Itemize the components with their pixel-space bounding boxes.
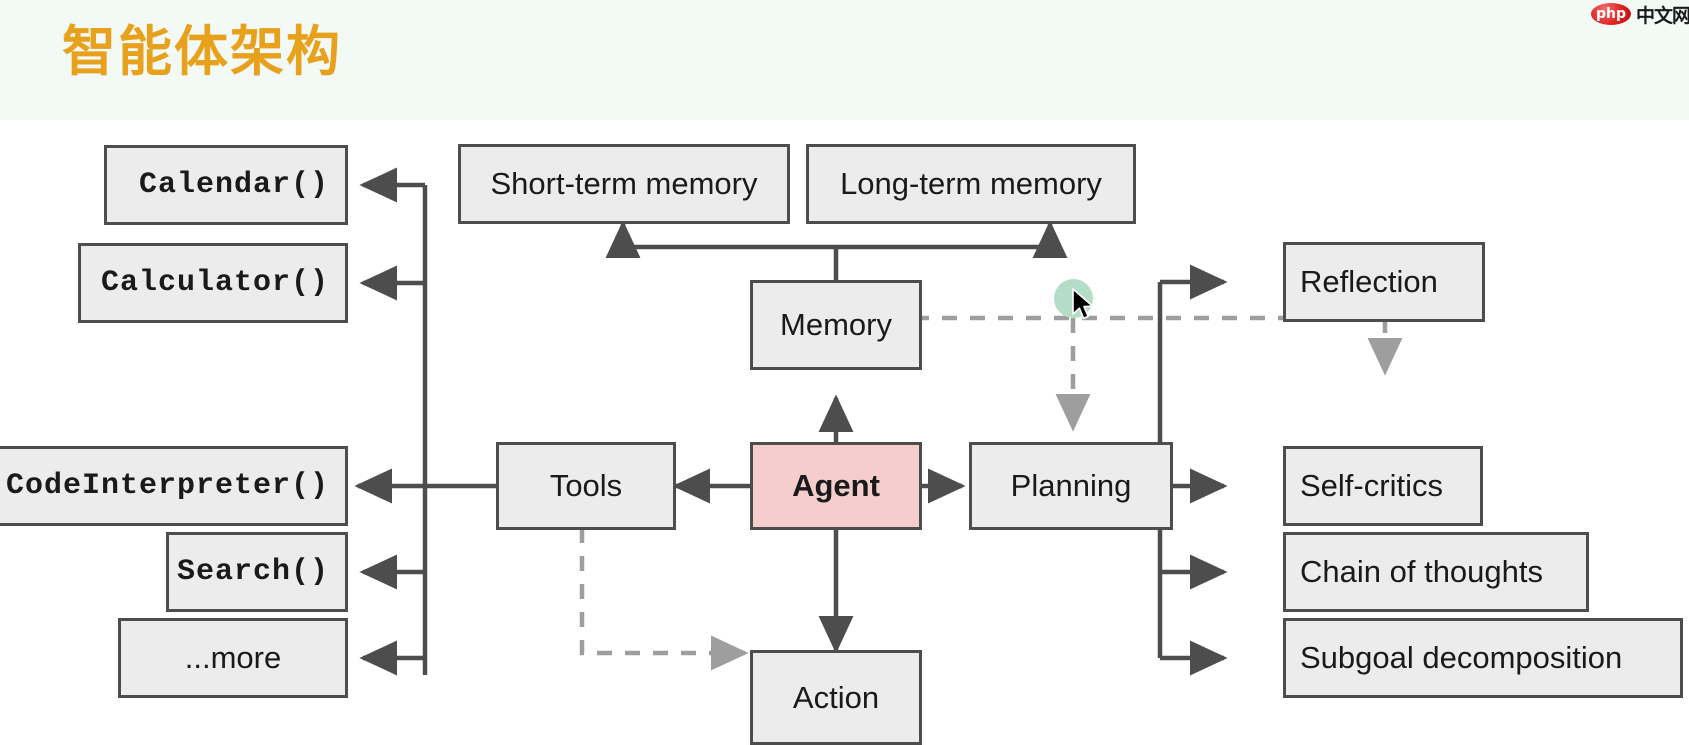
node-memory[interactable]: Memory bbox=[750, 280, 922, 370]
node-short-term-memory[interactable]: Short-term memory bbox=[458, 144, 790, 224]
node-label: Tools bbox=[549, 468, 623, 503]
diagram-canvas: Short-term memory Long-term memory Memor… bbox=[0, 120, 1689, 745]
node-plan-subgoal-decomposition[interactable]: Subgoal decomposition bbox=[1283, 618, 1683, 698]
node-tools[interactable]: Tools bbox=[496, 442, 676, 530]
watermark: php 中文网 bbox=[1591, 1, 1689, 27]
node-label: Planning bbox=[1010, 468, 1132, 503]
node-tool-codeinterpreter[interactable]: CodeInterpreter() bbox=[0, 446, 348, 526]
node-label: Self-critics bbox=[1300, 468, 1443, 503]
node-tool-calendar[interactable]: Calendar() bbox=[104, 145, 348, 225]
node-label: Calculator() bbox=[100, 266, 329, 300]
node-label: Long-term memory bbox=[840, 166, 1102, 201]
node-tool-search[interactable]: Search() bbox=[166, 532, 348, 612]
node-label: Search() bbox=[176, 555, 329, 589]
node-agent[interactable]: Agent bbox=[750, 442, 922, 530]
node-label: Short-term memory bbox=[490, 166, 758, 201]
node-tool-more[interactable]: ...more bbox=[118, 618, 348, 698]
node-tool-calculator[interactable]: Calculator() bbox=[78, 243, 348, 323]
node-plan-self-critics[interactable]: Self-critics bbox=[1283, 446, 1483, 526]
node-label: Action bbox=[792, 679, 880, 715]
mouse-cursor-icon bbox=[1072, 288, 1094, 320]
node-label: Memory bbox=[780, 307, 892, 342]
node-label: ...more bbox=[184, 640, 282, 675]
node-label: Reflection bbox=[1300, 264, 1438, 299]
node-plan-chain-of-thoughts[interactable]: Chain of thoughts bbox=[1283, 532, 1589, 612]
watermark-label: 中文网 bbox=[1636, 4, 1689, 27]
node-action[interactable]: Action bbox=[750, 650, 922, 745]
node-label: Chain of thoughts bbox=[1300, 554, 1544, 589]
page-title: 智能体架构 bbox=[62, 20, 342, 83]
node-label: Subgoal decomposition bbox=[1300, 640, 1623, 675]
node-label: CodeInterpreter() bbox=[5, 469, 329, 503]
node-long-term-memory[interactable]: Long-term memory bbox=[806, 144, 1136, 224]
node-planning[interactable]: Planning bbox=[969, 442, 1173, 530]
node-label: Agent bbox=[792, 468, 880, 503]
php-logo-icon: php bbox=[1591, 3, 1631, 25]
node-label: Calendar() bbox=[138, 168, 329, 202]
node-plan-reflection[interactable]: Reflection bbox=[1283, 242, 1485, 322]
page-header: 智能体架构 php 中文网 bbox=[0, 0, 1689, 120]
